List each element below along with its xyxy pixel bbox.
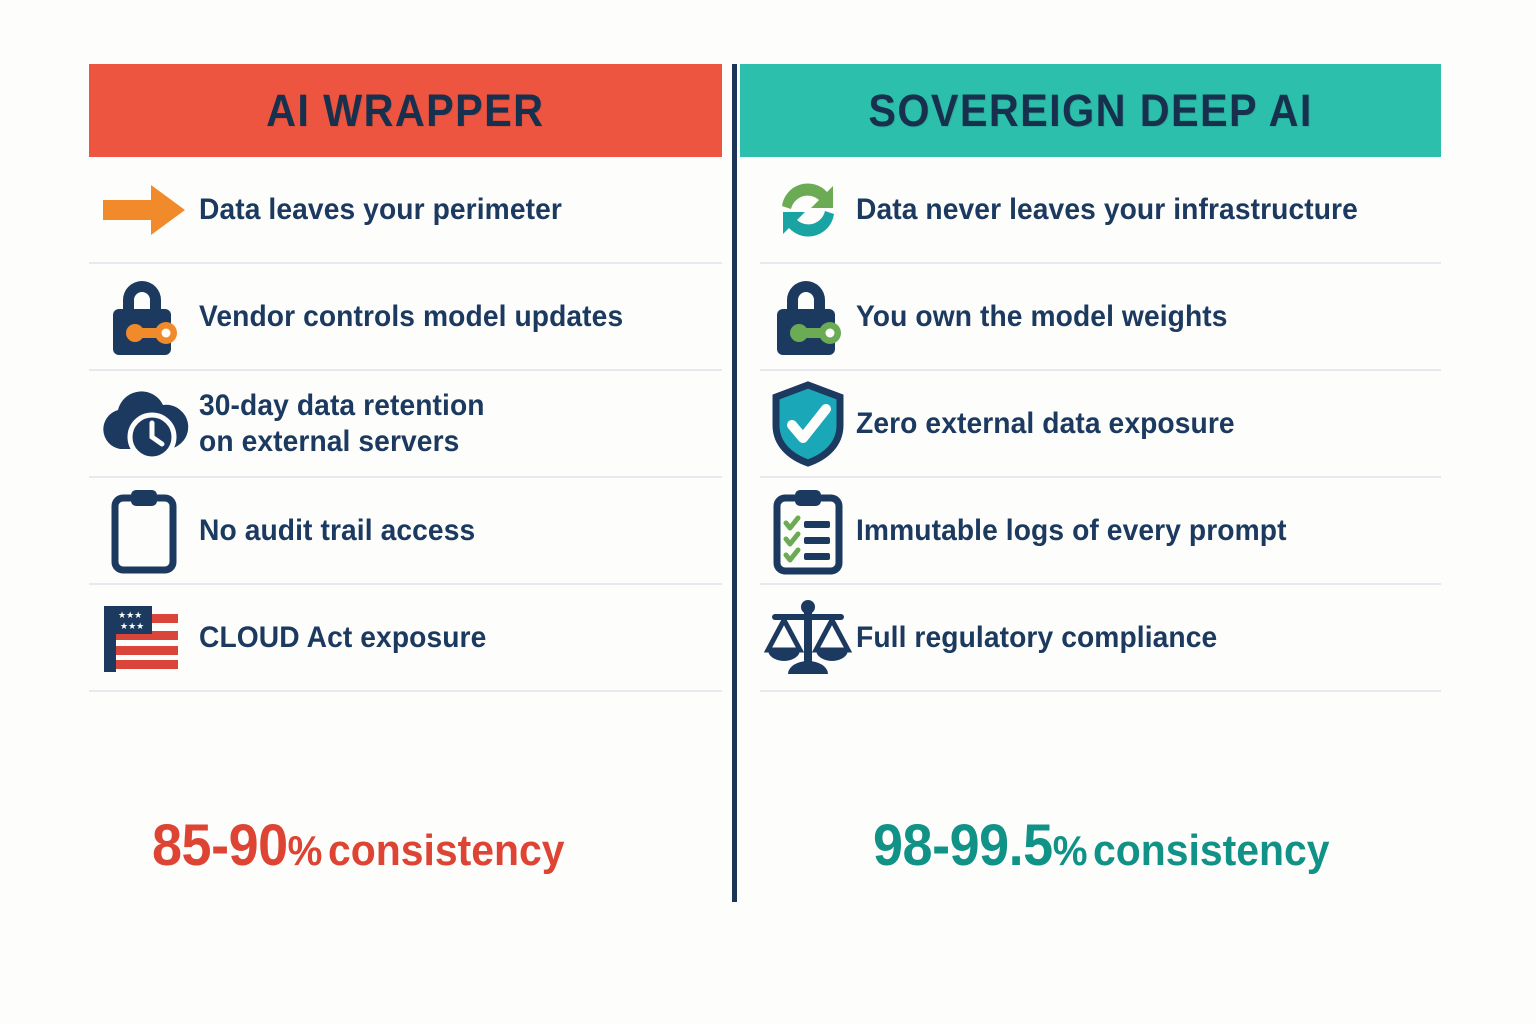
list-item-label-line1: Data never leaves your infrastructure: [856, 192, 1358, 226]
list-item: Vendor controls model updates: [89, 264, 722, 371]
list-item: Data leaves your perimeter: [89, 157, 722, 264]
list-item-label-line1: Immutable logs of every prompt: [856, 513, 1287, 547]
shield-check-icon: [760, 380, 856, 467]
lock-key-icon: [89, 276, 199, 358]
list-item-label: Data leaves your perimeter: [199, 192, 562, 227]
stat-ai-wrapper-number: 85-90: [152, 813, 288, 878]
svg-text:★★★: ★★★: [118, 611, 142, 621]
list-item-label-line1: Zero external data exposure: [856, 406, 1235, 440]
stat-ai-wrapper-word: consistency: [327, 826, 565, 875]
us-flag-icon: ★★★ ★★★: [89, 602, 199, 674]
stat-sovereign-percent: %: [1052, 827, 1088, 874]
list-item-label: Zero external data exposure: [856, 406, 1235, 441]
scales-justice-icon: [760, 598, 856, 678]
left-row-list: Data leaves your perimeter: [89, 157, 722, 692]
header-sovereign-deep-ai: SOVEREIGN DEEP AI: [740, 64, 1441, 157]
list-item-label-line1: 30-day data retention: [199, 389, 485, 423]
right-row-list: Data never leaves your infrastructure: [760, 157, 1441, 692]
center-divider: [732, 64, 737, 902]
list-item-label: Data never leaves your infrastructure: [856, 192, 1358, 227]
header-ai-wrapper-title: AI WRAPPER: [266, 84, 545, 136]
list-item-label-line1: Full regulatory compliance: [856, 620, 1218, 654]
stat-sovereign-word: consistency: [1093, 826, 1330, 875]
stat-sovereign-number: 98-99.5: [873, 813, 1053, 878]
lock-key-green-icon: [760, 276, 856, 358]
stat-sovereign-deep-ai: 98-99.5%consistency: [873, 812, 1330, 879]
refresh-cycle-icon: [760, 172, 856, 248]
list-item-label: 30-day data retention on external server…: [199, 388, 485, 459]
column-ai-wrapper: AI WRAPPER Data leaves your perimeter: [89, 64, 722, 878]
stat-ai-wrapper-percent: %: [287, 827, 323, 874]
list-item: No audit trail access: [89, 478, 722, 585]
header-ai-wrapper: AI WRAPPER: [89, 64, 722, 157]
list-item-label-line1: No audit trail access: [199, 513, 476, 547]
list-item-label: Full regulatory compliance: [856, 620, 1217, 655]
arrow-right-icon: [89, 182, 199, 238]
list-item-label: Vendor controls model updates: [199, 299, 623, 334]
list-item: Zero external data exposure: [760, 371, 1441, 478]
list-item-label-line1: Vendor controls model updates: [199, 299, 624, 333]
list-item-label-line1: CLOUD Act exposure: [199, 620, 487, 654]
list-item-label-line2: on external servers: [199, 424, 460, 458]
list-item: Immutable logs of every prompt: [760, 478, 1441, 585]
list-item: You own the model weights: [760, 264, 1441, 371]
clipboard-empty-icon: [89, 488, 199, 574]
list-item-label-line1: Data leaves your perimeter: [199, 192, 562, 226]
list-item-label: You own the model weights: [856, 299, 1228, 334]
clipboard-checklist-icon: [760, 487, 856, 575]
list-item-label: Immutable logs of every prompt: [856, 513, 1287, 548]
stat-ai-wrapper: 85-90%consistency: [152, 812, 564, 879]
list-item-label: CLOUD Act exposure: [199, 620, 486, 655]
svg-text:★★★: ★★★: [120, 622, 144, 632]
cloud-clock-icon: [89, 387, 199, 461]
list-item: Data never leaves your infrastructure: [760, 157, 1441, 264]
header-sovereign-deep-ai-title: SOVEREIGN DEEP AI: [868, 84, 1313, 136]
column-sovereign-deep-ai: SOVEREIGN DEEP AI Data never leaves your…: [740, 64, 1441, 878]
list-item: Full regulatory compliance: [760, 585, 1441, 692]
list-item: 30-day data retention on external server…: [89, 371, 722, 478]
list-item: ★★★ ★★★ CLOUD Act exposure: [89, 585, 722, 692]
list-item-label-line1: You own the model weights: [856, 299, 1228, 333]
list-item-label: No audit trail access: [199, 513, 475, 548]
